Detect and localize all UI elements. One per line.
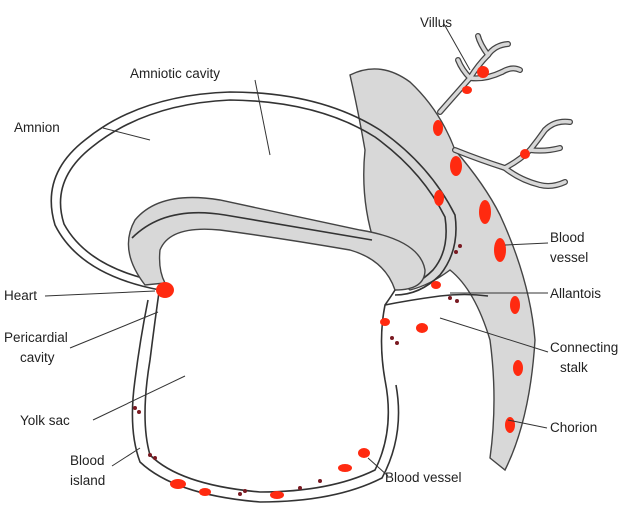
label-blood-vessel-right-line2: vessel	[550, 250, 588, 265]
yolk-sac-wall	[145, 285, 395, 492]
label-allantois: Allantois	[550, 286, 601, 301]
label-heart: Heart	[4, 288, 37, 303]
label-pericardial-line2: cavity	[20, 350, 55, 365]
label-amniotic-cavity: Amniotic cavity	[130, 66, 220, 81]
label-blood-island-line2: island	[70, 473, 105, 488]
label-blood-vessel-right-line1: Blood	[550, 230, 585, 245]
label-blood-island-line1: Blood	[70, 453, 105, 468]
label-connecting-line2: stalk	[560, 360, 588, 375]
label-connecting-line1: Connecting	[550, 340, 618, 355]
label-amnion: Amnion	[14, 120, 60, 135]
label-pericardial-line1: Pericardial	[4, 330, 68, 345]
label-villus: Villus	[420, 15, 452, 30]
label-blood-vessel-bottom: Blood vessel	[385, 470, 462, 485]
label-chorion: Chorion	[550, 420, 597, 435]
label-yolk-sac: Yolk sac	[20, 413, 70, 428]
